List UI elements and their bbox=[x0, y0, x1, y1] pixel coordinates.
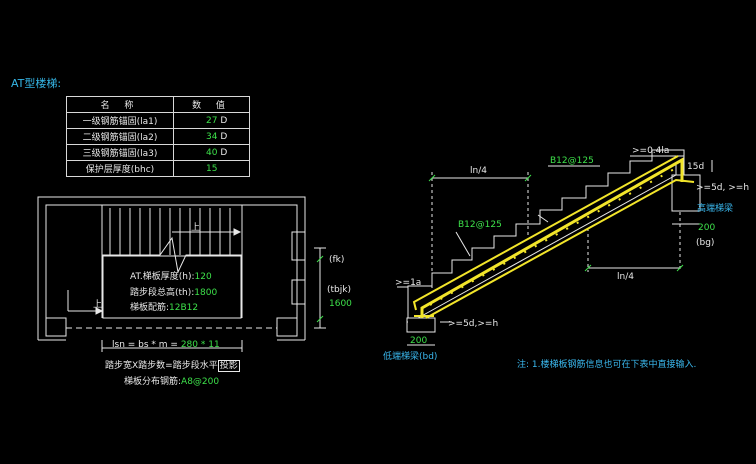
label-bg: (bg) bbox=[696, 238, 714, 248]
table-header-row: 名 称 数 值 bbox=[66, 96, 250, 113]
plan-fk-label: (fk) bbox=[329, 255, 344, 265]
stair-type-title: AT型楼梯: bbox=[11, 77, 62, 90]
formula-value[interactable]: 280 * 11 bbox=[180, 340, 220, 350]
plan-formula-note: 踏步宽X踏步数=踏步段水平投影 bbox=[105, 358, 240, 372]
plan-tbjk-label: (tbjk) bbox=[327, 285, 351, 295]
info-value[interactable]: 120 bbox=[194, 272, 212, 282]
plan-up-label-top: 上 bbox=[191, 222, 200, 233]
plan-info-box bbox=[102, 255, 242, 319]
info-value[interactable]: 12B12 bbox=[169, 303, 199, 313]
dist-value[interactable]: A8@200 bbox=[181, 377, 220, 387]
section-step-profile bbox=[407, 149, 685, 303]
note-text: 注: 1.楼梯板钢筋信息也可在下表中直接输入. bbox=[517, 360, 697, 370]
plan-up-label-bottom: 上 bbox=[93, 299, 102, 310]
info-label: 梯板配筋: bbox=[130, 303, 170, 313]
stair-section-view bbox=[397, 149, 713, 346]
plan-pier-right bbox=[276, 317, 298, 337]
label-ln4-bottom: ln/4 bbox=[617, 272, 634, 282]
label-15d: 15d bbox=[687, 162, 704, 172]
dist-label: 梯板分布钢筋: bbox=[124, 377, 182, 387]
arrowhead-icon bbox=[95, 307, 104, 315]
plan-info-reinforcement: 梯板配筋:12B12 bbox=[130, 300, 198, 313]
label-rebar-upper[interactable]: B12@125 bbox=[550, 156, 594, 166]
plan-break-line bbox=[102, 236, 242, 274]
plan-outer-wall bbox=[37, 196, 306, 340]
plan-pier-left bbox=[45, 317, 67, 337]
section-soffit bbox=[417, 174, 677, 319]
stair-plan-view bbox=[37, 196, 326, 352]
label-bg-value[interactable]: 200 bbox=[698, 223, 715, 233]
label-rebar-lower[interactable]: B12@125 bbox=[458, 220, 502, 230]
rebar-bottom bbox=[425, 178, 695, 319]
row-value[interactable]: 15 bbox=[206, 163, 218, 174]
plan-distribution-rebar: 梯板分布钢筋:A8@200 bbox=[124, 374, 219, 387]
row-value[interactable]: 34 bbox=[206, 131, 218, 142]
table-row: 保护层厚度(bhc) 15 bbox=[66, 160, 250, 177]
plan-tbjk-value[interactable]: 1600 bbox=[329, 299, 352, 309]
section-leader-lower-rebar bbox=[455, 231, 471, 257]
label-ln4-top: ln/4 bbox=[470, 166, 487, 176]
plan-info-thickness: AT.梯板厚度(h):120 bbox=[130, 269, 212, 282]
formula-label: lsn = bs * m = bbox=[112, 340, 181, 350]
label-ge04la: >=0.4la bbox=[632, 146, 669, 156]
label-high-beam: 高端梯梁 bbox=[697, 202, 733, 214]
rebar-distribution-dots bbox=[429, 167, 677, 306]
label-bd-value[interactable]: 200 bbox=[410, 336, 427, 346]
label-low-beam: 低端梯梁(bd) bbox=[383, 350, 437, 362]
plan-formula: lsn = bs * m = 280 * 11 bbox=[112, 340, 220, 350]
plan-window-upper bbox=[291, 231, 306, 261]
row-value[interactable]: 40 bbox=[206, 147, 218, 158]
row-unit: D bbox=[220, 131, 228, 142]
row-unit: D bbox=[220, 115, 228, 126]
row-unit: D bbox=[220, 147, 228, 158]
rebar-top-upper bbox=[412, 155, 679, 311]
section-high-beam bbox=[671, 174, 701, 212]
label-ge5d-h-left: >=5d,>=h bbox=[448, 319, 498, 329]
info-value[interactable]: 1800 bbox=[194, 288, 218, 298]
row-value-cell[interactable]: 40 D bbox=[173, 144, 250, 161]
row-value[interactable]: 27 bbox=[206, 115, 218, 126]
plan-window-lower bbox=[291, 279, 306, 305]
plan-info-height: 踏步段总高(th):1800 bbox=[130, 285, 217, 298]
info-label: AT.梯板厚度(h): bbox=[130, 272, 195, 282]
info-label: 踏步段总高(th): bbox=[130, 288, 195, 298]
label-ge5d-h-right: >=5d, >=h bbox=[696, 183, 749, 193]
arrowhead-icon bbox=[233, 228, 242, 236]
section-low-beam bbox=[406, 317, 436, 333]
row-value-cell[interactable]: 15 bbox=[173, 160, 250, 177]
section-rebars bbox=[412, 155, 695, 319]
rebar-top bbox=[420, 157, 684, 318]
anchorage-parameter-table: 名 称 数 值 一级钢筋锚固(la1) 27 D 二级钢筋锚固(la2) 34 … bbox=[66, 96, 250, 177]
formula-note: 踏步宽X踏步数=踏步段水平 bbox=[105, 361, 218, 371]
label-ge-la: >=1a bbox=[395, 278, 421, 288]
formula-note-boxed: 投影 bbox=[217, 360, 240, 372]
